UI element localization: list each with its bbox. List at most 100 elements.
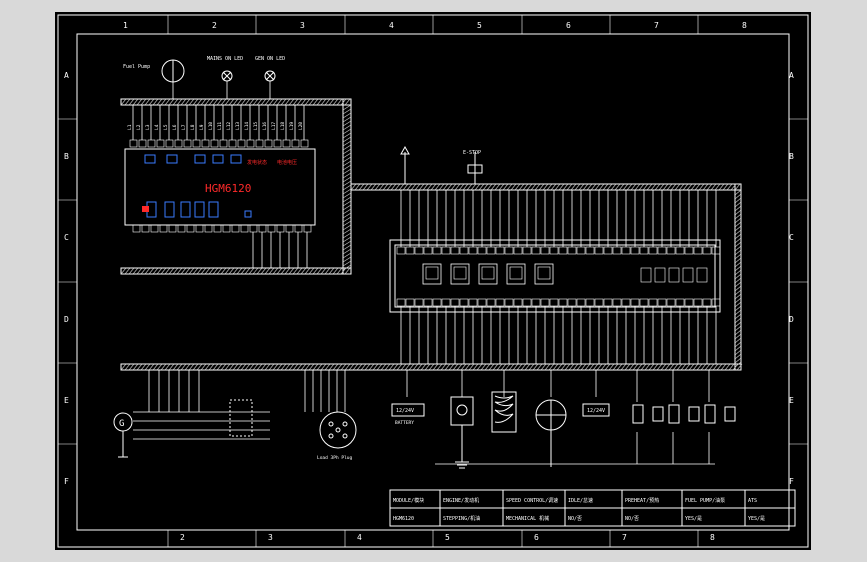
svg-text:L10: L10: [208, 122, 214, 130]
svg-text:L20: L20: [298, 122, 304, 130]
title-block-header: PREHEAT/预热: [625, 497, 659, 504]
fuel-pump-label: Fuel Pump: [123, 64, 150, 70]
ctrl-button: [194, 201, 205, 218]
generator-symbol: G: [113, 412, 133, 458]
relay-contact: [652, 406, 664, 422]
zone-row-label: D: [789, 315, 794, 324]
outer-frame: [57, 14, 809, 548]
zone-col-label: 8: [742, 21, 747, 30]
svg-text:L18: L18: [280, 122, 286, 130]
starter-motor-symbol: [491, 391, 517, 433]
svg-text:L17: L17: [271, 122, 277, 130]
title-block-value: HGM6120: [393, 516, 414, 522]
svg-text:12/24V: 12/24V: [587, 408, 605, 414]
battery-label: BATTERY: [395, 420, 414, 426]
svg-text:L6: L6: [172, 124, 178, 130]
alternator-symbol: [535, 399, 567, 467]
relay-contact: [688, 406, 700, 422]
title-block-value: STEPPING/机油: [443, 515, 480, 522]
title-block-value: YES/是: [685, 516, 702, 522]
svg-text:12/24V: 12/24V: [396, 408, 414, 414]
zone-row-label: D: [64, 315, 69, 324]
mains-lamp-symbol: MAINS ON LED: [207, 56, 243, 82]
zone-col-label: 6: [566, 21, 571, 30]
breaker-symbol: [229, 399, 253, 437]
ctrl-indicator: [144, 154, 156, 164]
ctrl-indicator: [212, 154, 224, 164]
zone-row-label: E: [789, 396, 794, 405]
title-block-value: NO/否: [625, 516, 639, 522]
svg-text:G: G: [119, 419, 124, 429]
zone-col-label: 1: [123, 21, 128, 30]
zone-col-label: 7: [622, 533, 627, 542]
zone-col-label: 2: [212, 21, 217, 30]
ctrl-status-label: 电池电压: [277, 159, 297, 166]
load-socket-symbol: Load 3Ph Plug: [317, 411, 357, 461]
svg-text:L14: L14: [244, 122, 250, 130]
zone-col-label: 5: [445, 533, 450, 542]
zone-col-label: 6: [534, 533, 539, 542]
zone-row-label: F: [64, 477, 69, 486]
svg-text:L1: L1: [127, 124, 133, 130]
zone-row-label: A: [64, 71, 69, 80]
svg-text:L8: L8: [190, 124, 196, 130]
title-block-header: FUEL PUMP/油泵: [685, 497, 725, 504]
zone-col-label: 3: [300, 21, 305, 30]
ctrl-indicator: [166, 154, 178, 164]
svg-text:L4: L4: [154, 124, 160, 130]
inner-frame: [76, 33, 790, 531]
zone-row-label: B: [789, 152, 794, 161]
zone-row-label: E: [64, 396, 69, 405]
title-block-value: MECHANICAL 机械: [506, 515, 549, 522]
ctrl-indicator: [230, 154, 242, 164]
svg-text:L15: L15: [253, 122, 259, 130]
title-block-header: SPEED CONTROL/调速: [506, 497, 558, 504]
charger-symbol: [450, 396, 474, 469]
fuel-pump-symbol: Fuel Pump: [123, 59, 185, 83]
terminal-module: [389, 239, 721, 313]
title-block-header: IDLE/怠速: [568, 497, 593, 504]
title-block-header: MODULE/模块: [393, 497, 424, 504]
svg-text:L2: L2: [136, 124, 142, 130]
load-socket-label: Load 3Ph Plug: [317, 455, 353, 461]
relay-coil: [668, 404, 680, 424]
svg-text:L19: L19: [289, 122, 295, 130]
zone-col-label: 3: [268, 533, 273, 542]
svg-text:L11: L11: [217, 122, 223, 130]
upper-cabinet: [120, 98, 743, 371]
title-block-value: NO/否: [568, 516, 582, 522]
relay-coil: [704, 404, 716, 424]
fuel-relay-symbol: 12/24V: [582, 403, 610, 417]
e-stop-label: E-STOP: [463, 150, 481, 156]
key-switch-symbol: [400, 145, 410, 184]
zone-col-label: 4: [389, 21, 394, 30]
gen-lamp-label: GEN ON LED: [255, 56, 285, 62]
title-block-header: ENGINE/发动机: [443, 497, 479, 504]
svg-text:L7: L7: [181, 124, 187, 130]
zone-row-label: C: [64, 233, 69, 242]
svg-text:L12: L12: [226, 122, 232, 130]
zone-row-label: C: [789, 233, 794, 242]
ctrl-indicator: [194, 154, 206, 164]
zone-col-label: 7: [654, 21, 659, 30]
mains-lamp-label: MAINS ON LED: [207, 56, 243, 62]
zone-col-label: 2: [180, 533, 185, 542]
controller-module: HGM6120 发电状态电池电压: [124, 139, 316, 233]
ctrl-button: [208, 201, 219, 218]
title-block-header: ATS: [748, 498, 757, 504]
ctrl-status-label: 发电状态: [247, 159, 267, 166]
svg-text:L3: L3: [145, 124, 151, 130]
ctrl-alarm-led: [142, 206, 149, 212]
svg-text:L5: L5: [163, 124, 169, 130]
gen-lamp-symbol: GEN ON LED: [255, 56, 285, 82]
svg-text:L9: L9: [199, 124, 205, 130]
zone-row-label: A: [789, 71, 794, 80]
zone-col-label: 8: [710, 533, 715, 542]
drawing-border: [57, 14, 809, 548]
svg-text:L16: L16: [262, 122, 268, 130]
zone-col-label: 5: [477, 21, 482, 30]
title-block: MODULE/模块 HGM6120 ENGINE/发动机 STEPPING/机油 SPE…: [389, 489, 796, 527]
e-stop-symbol: E-STOP: [463, 150, 483, 184]
